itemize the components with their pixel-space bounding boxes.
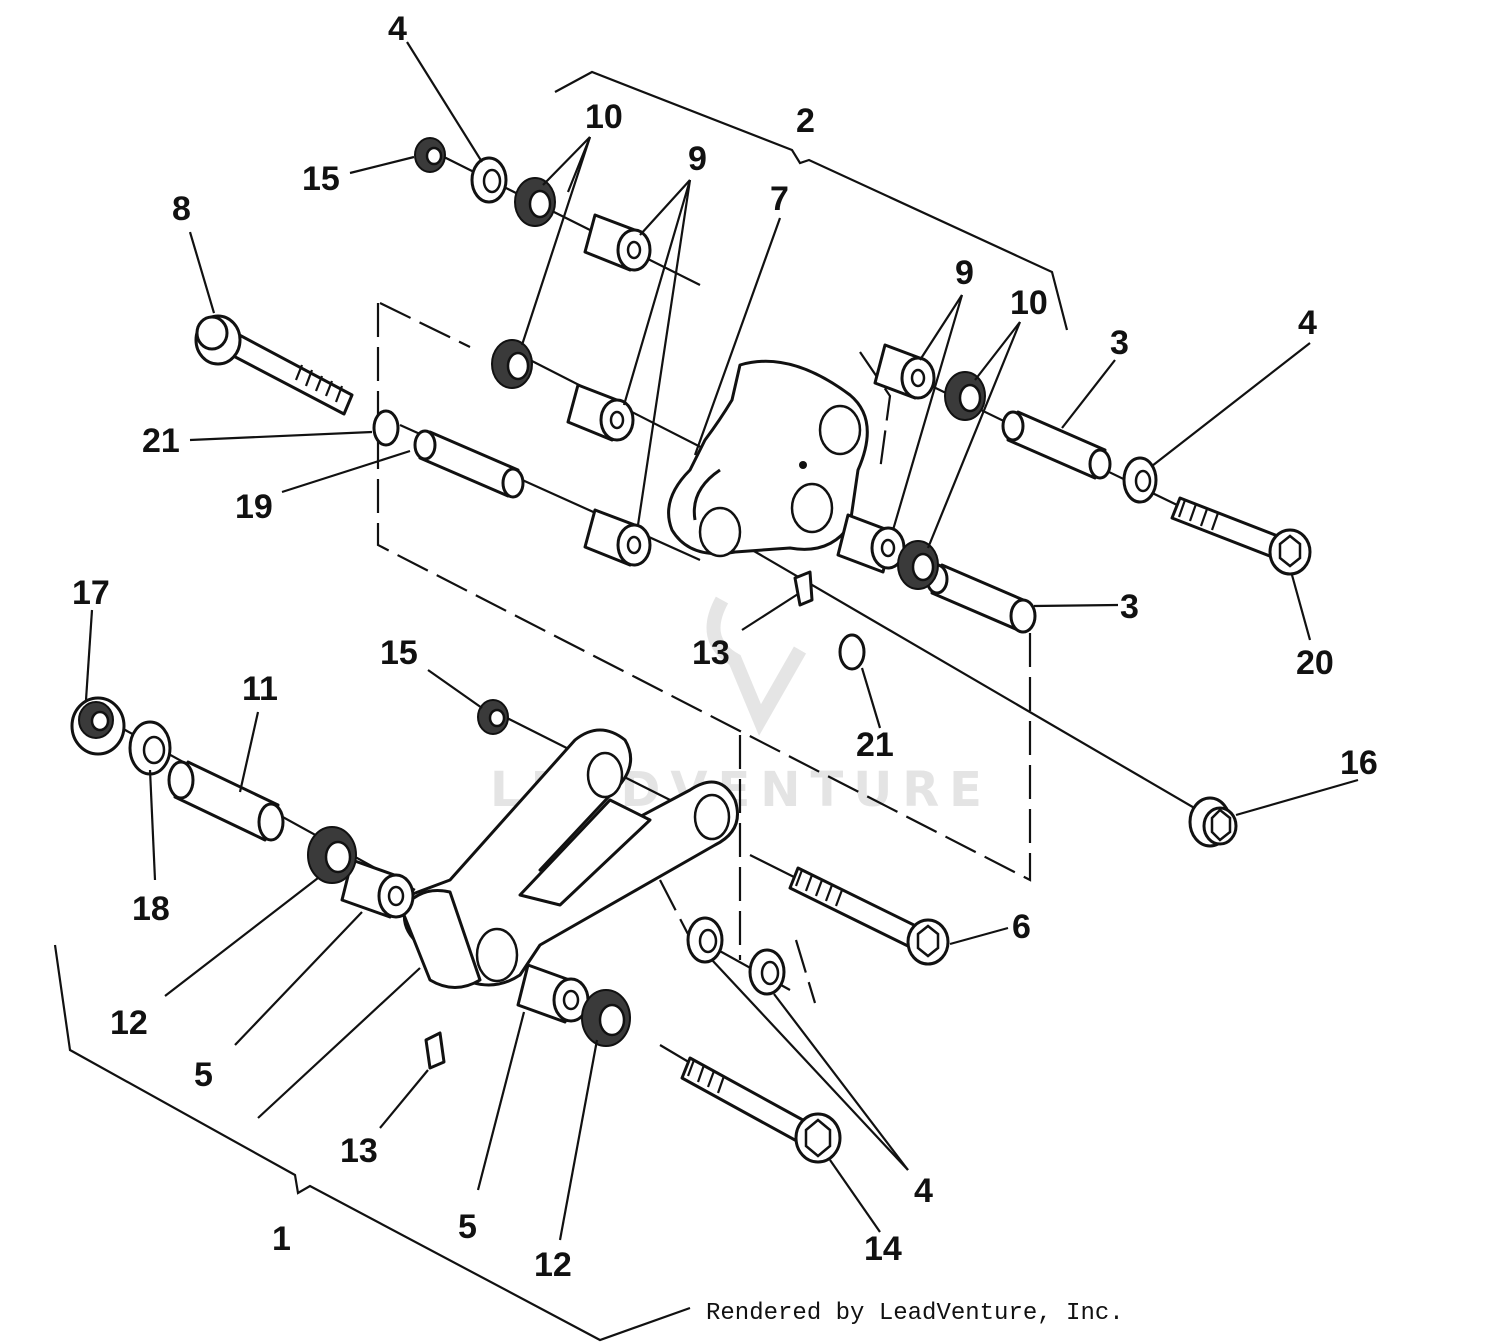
ring-21b [838,633,866,671]
bolt-6 [788,866,950,966]
pivot-bracket [667,359,869,558]
callout-21: 21 [142,422,180,460]
callout-14: 14 [864,1230,902,1268]
callout-16: 16 [1340,744,1378,782]
callout-3: 3 [1120,588,1139,626]
ring-21a [372,409,400,447]
bearing-12a [307,826,357,884]
nuts [70,137,509,756]
callout-12: 12 [110,1004,148,1042]
callout-9: 9 [955,254,974,292]
washer-4b [1122,456,1158,504]
callout-8: 8 [172,190,191,228]
bushing-5b [516,963,590,1024]
callout-11: 11 [242,670,278,708]
bolt-20 [1170,496,1312,576]
bushing-9d [873,343,936,400]
bearings [307,177,986,1047]
callout-21: 21 [856,726,894,764]
grease-fitting-13a [793,570,814,607]
callout-13: 13 [340,1132,378,1170]
group-bracket-1 [53,944,691,1342]
bushing-9a [583,213,652,272]
bushing-9e [836,513,906,574]
callout-19: 19 [235,488,273,526]
sleeve-19 [413,429,525,499]
callout-10: 10 [1010,284,1048,322]
callout-3: 3 [1110,324,1129,362]
rocker-arm [400,728,739,989]
callout-7: 7 [770,180,789,218]
callout-20: 20 [1296,644,1334,682]
nut-15a [414,137,446,173]
callout-5: 5 [194,1056,213,1094]
sleeve-3-lower [925,563,1037,634]
bearing-10c [944,371,986,421]
sleeve-3-upper [1001,410,1112,480]
callout-9: 9 [688,140,707,178]
washers [128,156,1158,996]
nut-15b [477,699,509,735]
callout-13: 13 [692,634,730,672]
callout-17: 17 [72,574,110,612]
washer-18 [128,720,172,776]
washer-4c [686,916,724,964]
bearing-10d [897,540,939,590]
nut-17 [70,696,126,756]
watermark-logo [706,596,807,736]
bushings [340,213,936,1024]
callout-15: 15 [380,634,418,672]
bushing-5a [340,858,415,919]
bearing-10b [491,339,533,389]
callout-6: 6 [1012,908,1031,946]
grease-fitting-13b [424,1031,446,1070]
sleeve-11 [167,760,285,842]
callout-12: 12 [534,1246,572,1284]
bushing-9b [566,383,635,442]
callout-4: 4 [914,1172,933,1210]
bearing-12b [581,989,631,1047]
callout-10: 10 [585,98,623,136]
callout-1: 1 [272,1220,291,1258]
bolt-16 [1188,796,1238,848]
bolt-8 [194,314,354,416]
callout-2: 2 [796,102,815,140]
leader-lines [84,41,1359,1241]
bearing-10a [514,177,556,227]
callout-4: 4 [388,10,407,48]
washer-4a [470,156,508,204]
callout-15: 15 [302,160,340,198]
group-bracket-2 [554,70,1069,331]
callouts: 4 10 2 9 7 15 8 21 19 9 10 3 4 3 20 13 2… [72,10,1378,1284]
washer-4d [748,948,786,996]
callout-4: 4 [1298,304,1317,342]
bolt-14 [680,1056,842,1164]
callout-18: 18 [132,890,170,928]
callout-5: 5 [458,1208,477,1246]
bushing-9c [583,508,652,567]
render-credit: Rendered by LeadVenture, Inc. [706,1300,1124,1327]
axis-lines [97,154,1271,1141]
